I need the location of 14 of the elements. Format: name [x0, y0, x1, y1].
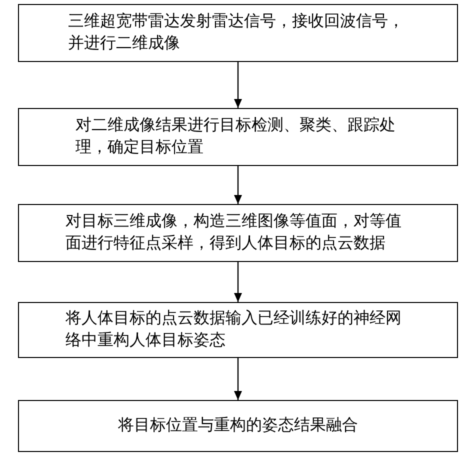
process-box — [18, 204, 458, 262]
step-text: 三维超宽带雷达发射雷达信号，接收回波信号，并进行二维成像 — [68, 12, 405, 54]
step-text: 将人体目标的点云数据输入已经训练好的神经网络中重构人体目标姿态 — [66, 308, 402, 351]
arrow — [234, 262, 242, 302]
step-text: 对目标三维成像，构造三维图像等值面，对等值面进行特征点采样，得到人体目标的点云数据 — [66, 212, 402, 254]
step-text: 对二维成像结果进行目标检测、聚类、跟踪处理，确定目标位置 — [76, 116, 396, 158]
process-box — [18, 4, 458, 62]
process-box — [18, 302, 458, 358]
process-box — [18, 400, 458, 452]
arrow — [234, 358, 242, 400]
arrow — [234, 62, 242, 108]
arrow — [234, 166, 242, 204]
process-box — [18, 108, 458, 166]
step-text: 将目标位置与重构的姿态结果融合 — [118, 416, 358, 436]
